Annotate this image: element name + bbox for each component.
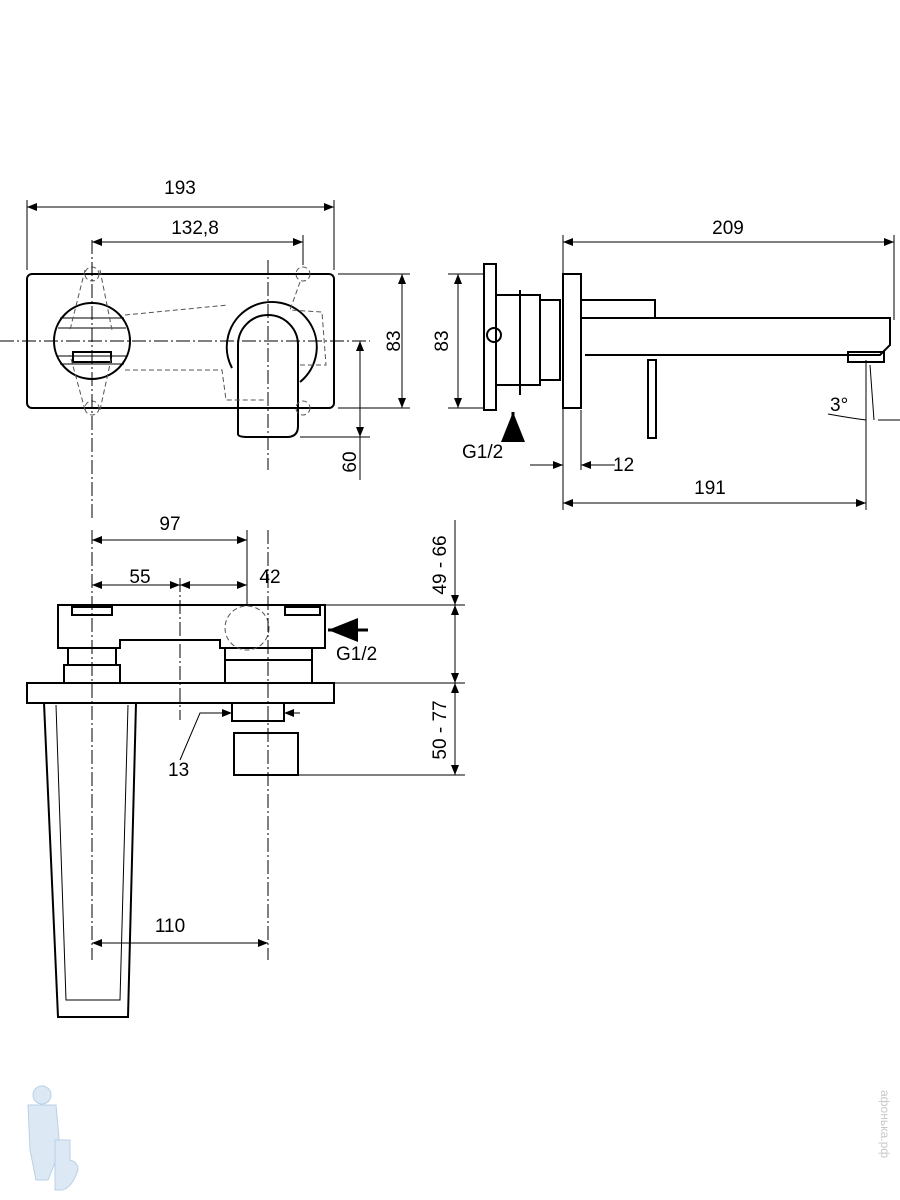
dim-hole-spacing: 132,8 (171, 218, 219, 239)
front-view: 193 132,8 83 60 (0, 178, 410, 520)
side-dim-projection: 209 (712, 218, 744, 239)
top-dim-nut: 13 (168, 760, 189, 781)
dim-height: 83 (384, 330, 405, 351)
top-dim-spout-reach: 110 (155, 916, 185, 937)
top-dim-depth-lower: 50 - 77 (430, 700, 451, 759)
side-dim-gap: 12 (613, 455, 634, 476)
top-dim-right-offset: 42 (259, 567, 280, 588)
dim-width-total: 193 (164, 178, 196, 199)
top-dim-left-offset: 55 (129, 567, 150, 588)
top-dim-depth-upper: 49 - 66 (430, 535, 451, 594)
dim-spout-drop: 60 (340, 451, 361, 472)
side-dim-spout-length: 191 (694, 478, 726, 499)
watermark-logo (27, 1085, 79, 1191)
watermark-text: афонька.рф (878, 1090, 892, 1159)
top-view: 97 55 42 49 - 66 50 - 77 G1/2 13 110 (26, 514, 465, 1018)
side-view: G1/2 83 209 12 191 3° (432, 218, 900, 510)
side-inlet-label: G1/2 (462, 442, 503, 463)
top-inlet-label: G1/2 (336, 644, 377, 665)
top-dim-outlet-offset: 97 (159, 514, 180, 535)
side-angle: 3° (830, 395, 848, 416)
side-dim-height: 83 (432, 330, 453, 351)
